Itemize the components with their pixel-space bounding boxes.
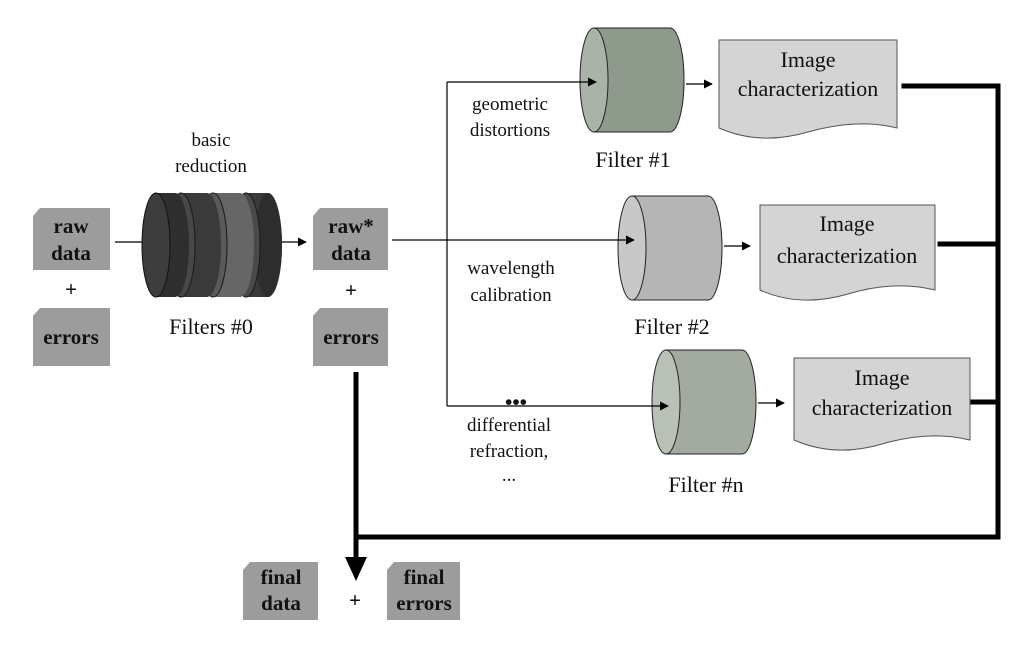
- raw-data-label-line1: raw: [54, 214, 90, 238]
- image-characterization-doc-2: Image characterization: [759, 204, 936, 301]
- final-errors-line1: final: [404, 565, 445, 589]
- image-characterization-doc-1: Image characterization: [718, 39, 898, 139]
- image-characterization-doc-n: Image characterization: [793, 357, 971, 451]
- final-plus-sign: +: [349, 588, 361, 612]
- filters0-title-line2: reduction: [175, 156, 247, 177]
- raw-plus-sign: +: [65, 277, 77, 301]
- branchn-label-line1: differential: [467, 415, 551, 436]
- doc1-line2: characterization: [738, 76, 878, 101]
- raw-data-label-line2: data: [51, 241, 91, 265]
- filters0-cylinder-stack: [141, 192, 282, 298]
- branch1-label-line1: geometric: [472, 94, 548, 115]
- doc1-line1: Image: [781, 47, 836, 72]
- raw-errors-label: errors: [43, 325, 99, 349]
- branch1-label-line2: distortions: [470, 120, 550, 141]
- filter2-cylinder: [617, 195, 723, 301]
- final-errors-line2: errors: [396, 591, 452, 615]
- feedback-collector: [353, 83, 1001, 540]
- docn-line2: characterization: [812, 395, 952, 420]
- filter2-caption: Filter #2: [634, 314, 709, 339]
- rawstar-data-card: raw* data: [313, 208, 388, 270]
- rawstar-data-label-line1: raw*: [328, 214, 374, 238]
- rawstar-errors-label: errors: [323, 325, 379, 349]
- doc2-line2: characterization: [777, 243, 917, 268]
- final-output-arrow: [345, 372, 367, 581]
- branch2-label-line2: calibration: [470, 285, 552, 306]
- raw-errors-card: errors: [33, 308, 110, 366]
- branchn-label-line2: refraction,: [470, 441, 549, 462]
- final-data-card: final data: [243, 562, 318, 620]
- filtern-caption: Filter #n: [668, 472, 743, 497]
- filters0-title-line1: basic: [191, 130, 230, 151]
- filter1-cylinder: [579, 27, 685, 133]
- rawstar-errors-card: errors: [313, 308, 388, 366]
- branch-ellipsis-marker: •••: [505, 390, 527, 414]
- raw-data-card: raw data: [33, 208, 110, 270]
- branch2-label-line1: wavelength: [467, 258, 555, 279]
- branch-connectors: [392, 81, 640, 407]
- filters0-caption: Filters #0: [169, 314, 253, 339]
- final-errors-card: final errors: [387, 562, 460, 620]
- rawstar-data-label-line2: data: [331, 241, 371, 265]
- doc2-line1: Image: [820, 211, 875, 236]
- docn-line1: Image: [855, 365, 910, 390]
- filtern-cylinder: [651, 349, 757, 455]
- branchn-label-line3: ...: [502, 465, 516, 486]
- filter1-caption: Filter #1: [595, 147, 670, 172]
- final-data-line2: data: [261, 591, 301, 615]
- rawstar-plus-sign: +: [345, 278, 357, 302]
- final-data-line1: final: [261, 565, 302, 589]
